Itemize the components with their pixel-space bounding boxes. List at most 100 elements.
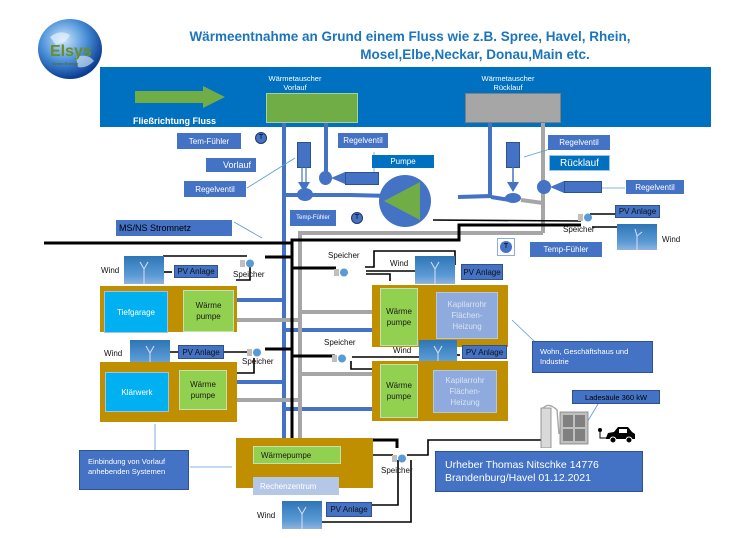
garage-heatpump[interactable]: Wärme pumpe bbox=[183, 290, 234, 332]
temp-sensor-3-icon[interactable]: T bbox=[497, 238, 515, 256]
pump-icon bbox=[379, 175, 431, 227]
control-valve-right-label: Regelventil bbox=[626, 180, 684, 194]
hx-forward-label-1: Wärmetauscher bbox=[268, 74, 322, 83]
mixing-valve-top[interactable] bbox=[319, 171, 332, 185]
pump-label: Pumpe bbox=[372, 155, 434, 168]
title-line-1: Wärmeentnahme an Grund einem Fluss wie z… bbox=[189, 29, 631, 44]
hx-return-box[interactable] bbox=[465, 93, 561, 123]
heatpump-line-1: Wärme bbox=[386, 381, 412, 390]
power-lines bbox=[44, 223, 581, 448]
pv-system[interactable]: PV Anlage bbox=[174, 265, 218, 278]
pump[interactable] bbox=[378, 174, 432, 228]
wind-label: Wind bbox=[104, 349, 123, 358]
mixing-valve-right-lower[interactable] bbox=[505, 193, 521, 203]
hx-return-label: Wärmetauscher Rücklauf bbox=[468, 74, 548, 92]
temp-sensor-2-label: Temp-Fühler bbox=[290, 210, 336, 226]
treatment-box[interactable]: Klärwerk bbox=[105, 372, 169, 412]
pv-system[interactable]: PV Anlage bbox=[615, 205, 660, 218]
temp-sensor-3-symbol: T bbox=[500, 241, 512, 253]
capillary-line-3: Heizung bbox=[452, 322, 482, 331]
capillary-line-1: Kapilarrohr bbox=[447, 300, 487, 309]
temp-sensor-1-icon[interactable]: T bbox=[255, 132, 267, 144]
globe-icon bbox=[38, 19, 102, 79]
control-valve-return[interactable] bbox=[506, 142, 520, 168]
datacenter-heatpump[interactable]: Wärmepumpe bbox=[253, 446, 341, 464]
charging-station-icon bbox=[537, 404, 633, 453]
wind-turbine-image bbox=[617, 224, 657, 250]
hx-return-label-1: Wärmetauscher bbox=[481, 74, 535, 83]
pv-system[interactable]: PV Anlage bbox=[178, 345, 224, 359]
integration-note: Einbindung von Vorlauf anhebenden System… bbox=[79, 450, 189, 490]
elsys-logo: Elsys Green Energy bbox=[36, 17, 106, 83]
storage-icon[interactable] bbox=[240, 255, 254, 273]
temp-sensor-2-icon[interactable]: T bbox=[351, 212, 363, 224]
capillary-line-3: Heizung bbox=[450, 398, 480, 407]
valve-down-arrow-icon bbox=[298, 166, 310, 192]
author-note: Urheber Thomas Nitschke 14776 Brandenbur… bbox=[435, 451, 643, 492]
storage-icon[interactable] bbox=[247, 344, 261, 362]
grid-label: MS/NS Stromnetz bbox=[116, 220, 232, 236]
storage-icon[interactable] bbox=[334, 264, 348, 282]
logo-text: Elsys bbox=[50, 43, 92, 60]
flow-arrow-icon bbox=[135, 86, 225, 113]
heatpump-line-2: pumpe bbox=[386, 392, 412, 401]
storage-label: Speicher bbox=[233, 270, 265, 279]
heatpump-line-2: pumpe bbox=[196, 312, 221, 321]
wind-label: Wind bbox=[662, 235, 681, 244]
garage-box[interactable]: Tiefgarage bbox=[104, 291, 168, 333]
return-label: Rücklauf bbox=[549, 155, 610, 171]
mixing-valve-right[interactable] bbox=[537, 180, 551, 194]
wind-label: Wind bbox=[101, 266, 120, 275]
heatpump-line-1: Wärme bbox=[386, 307, 412, 316]
storage-label: Speicher bbox=[242, 357, 274, 366]
wind-turbine-image bbox=[415, 256, 455, 284]
heatpump-line-2: pumpe bbox=[190, 391, 216, 400]
valve-left-arrow-icon bbox=[550, 181, 564, 193]
control-valve-right[interactable] bbox=[564, 181, 602, 193]
pv-system[interactable]: PV Anlage bbox=[462, 345, 507, 359]
capillary-line-1: Kapilarrohr bbox=[445, 376, 485, 385]
control-valve-right-top-label: Regelventil bbox=[548, 135, 610, 150]
hx-forward-label: Wärmetauscher Vorlauf bbox=[255, 74, 335, 92]
datacenter-box[interactable]: Rechenzentrum bbox=[253, 477, 339, 495]
control-valve-forward[interactable] bbox=[297, 142, 311, 168]
logo-subtext: Green Energy bbox=[52, 61, 79, 66]
treatment-heatpump[interactable]: Wärme pumpe bbox=[179, 370, 227, 410]
heatpump-line-1: Wärme bbox=[190, 380, 216, 389]
temp-sensor-3-label: Temp-Fühler bbox=[530, 242, 602, 257]
wind-label: Wind bbox=[393, 346, 412, 355]
hx-forward-label-2: Vorlauf bbox=[283, 83, 307, 92]
capillary-line-2: Flächen- bbox=[449, 387, 481, 396]
page-title: Wärmeentnahme an Grund einem Fluss wie z… bbox=[150, 28, 670, 64]
control-valve-top-label: Regelventil bbox=[338, 133, 388, 148]
charger-label: Ladesäule 360 kW bbox=[572, 390, 660, 404]
pv-system[interactable]: PV Anlage bbox=[461, 264, 503, 280]
residential-note: Wohn, Geschäftshaus und Industrie bbox=[532, 341, 653, 373]
wind-turbine-image bbox=[124, 256, 164, 284]
valve-left-arrow-icon bbox=[331, 172, 345, 184]
wind-label: Wind bbox=[257, 511, 276, 520]
heatpump-line-1: Wärme bbox=[195, 301, 222, 310]
valve-down-arrow-icon bbox=[507, 166, 519, 192]
pv-system[interactable]: PV Anlage bbox=[326, 502, 372, 517]
storage-label: Speicher bbox=[563, 225, 595, 234]
mixing-valve-left[interactable] bbox=[297, 188, 313, 201]
return-loop-pipe bbox=[298, 231, 543, 438]
temp-sensor-1-label: Tem-Fühler bbox=[177, 133, 241, 149]
storage-icon[interactable] bbox=[392, 450, 406, 468]
return-pipes bbox=[236, 123, 545, 438]
residential-heatpump-2[interactable]: Wärme pumpe bbox=[380, 364, 418, 418]
control-valve-top[interactable] bbox=[345, 172, 379, 185]
hx-forward-box[interactable] bbox=[266, 93, 358, 123]
author-line-1: Urheber Thomas Nitschke 14776 bbox=[445, 459, 599, 471]
storage-label: Speicher bbox=[324, 338, 356, 347]
flow-direction-label: Fließrichtung Fluss bbox=[133, 116, 217, 126]
storage-icon[interactable] bbox=[332, 350, 346, 368]
storage-icon[interactable] bbox=[578, 209, 592, 227]
pump-to-return-pipe bbox=[457, 123, 492, 199]
car-icon bbox=[604, 426, 636, 449]
